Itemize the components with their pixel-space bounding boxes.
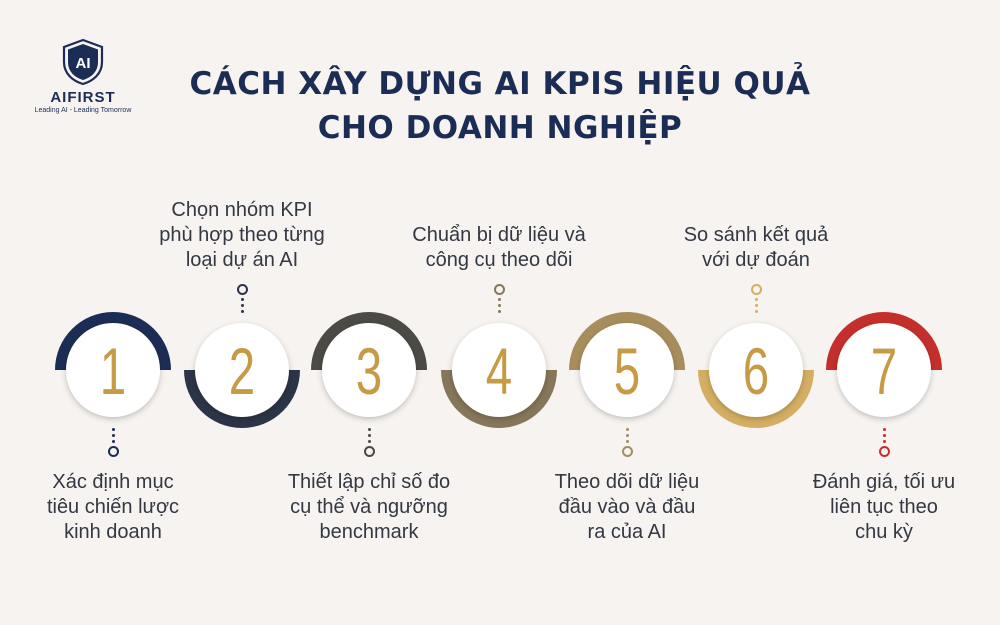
caption-line: công cụ theo dõi: [425, 249, 573, 271]
caption-line: phù hợp theo từng: [159, 224, 325, 246]
connector-dot: [625, 434, 629, 437]
connector-dot: [497, 298, 501, 301]
connector-dot: [497, 310, 501, 313]
connector-dot: [754, 298, 758, 301]
step-5-circle: [580, 323, 674, 417]
step-1-caption: Xác định mục tiêu chiến lược kinh doanh: [8, 470, 218, 545]
connector-dot: [882, 434, 886, 437]
caption-line: Đánh giá, tối ưu: [812, 471, 956, 493]
title-line-1: CÁCH XÂY DỰNG AI KPIS HIỆU QUẢ: [189, 66, 811, 102]
connector-ring: [621, 446, 633, 457]
caption-line: kinh doanh: [64, 521, 162, 543]
connector-dot: [111, 428, 115, 431]
connector-dot: [882, 428, 886, 431]
connector-dot: [367, 434, 371, 437]
connector-dot: [240, 304, 244, 307]
step-6-caption: So sánh kết quả với dự đoán: [651, 223, 861, 273]
page-title: CÁCH XÂY DỰNG AI KPIS HIỆU QUẢ CHO DOANH…: [150, 62, 850, 150]
step-2: 2: [184, 323, 300, 428]
connector-ring: [363, 446, 375, 457]
step-6-circle: [709, 323, 803, 417]
caption-line: liên tục theo: [830, 496, 938, 518]
step-3-number: 3: [356, 335, 382, 408]
step-2-connector: [235, 284, 249, 316]
step-4-caption: Chuẩn bị dữ liệu và công cụ theo dõi: [394, 223, 604, 273]
step-3-connector: [362, 428, 376, 457]
connector-dot: [754, 304, 758, 307]
caption-line: benchmark: [319, 521, 419, 543]
step-3-caption: Thiết lập chỉ số đo cụ thể và ngưỡng bench…: [264, 470, 474, 545]
caption-line: cụ thể và ngưỡng: [290, 496, 448, 518]
connector-ring: [493, 284, 505, 295]
step-5: 5: [569, 312, 685, 417]
caption-line: với dự đoán: [702, 249, 810, 271]
step-1: 1: [55, 312, 171, 417]
step-6: 6: [698, 323, 814, 428]
step-4: 4: [441, 323, 557, 428]
caption-line: loại dự án AI: [185, 249, 299, 271]
brand-name: AIFIRST: [50, 89, 116, 106]
step-1-circle: [66, 323, 160, 417]
caption-line: Xác định mục: [52, 471, 174, 493]
step-3: 3: [311, 312, 427, 417]
connector-ring: [750, 284, 762, 295]
step-6-connector: [749, 284, 763, 316]
caption-line: đầu vào và đầu: [558, 496, 696, 518]
step-7-number: 7: [871, 335, 897, 408]
step-7-circle: [837, 323, 931, 417]
step-7-connector: [877, 428, 891, 457]
caption-line: Chuẩn bị dữ liệu và: [412, 224, 586, 246]
steps-row: 1 2 3 4 5 6 7: [55, 312, 942, 428]
connector-dot: [367, 440, 371, 443]
step-4-number: 4: [486, 335, 512, 408]
connector-dot: [754, 310, 758, 313]
connector-ring: [107, 446, 119, 457]
connector-dot: [497, 304, 501, 307]
connector-dot: [367, 428, 371, 431]
step-7-caption: Đánh giá, tối ưu liên tục theo chu kỳ: [779, 470, 989, 545]
connector-dot: [240, 298, 244, 301]
caption-line: Theo dõi dữ liệu: [554, 471, 700, 493]
logo-letters: AI: [76, 55, 91, 72]
step-1-number: 1: [100, 335, 126, 408]
step-4-connector: [492, 284, 506, 316]
step-2-caption: Chọn nhóm KPI phù hợp theo từng loại dự án…: [137, 198, 347, 273]
connector-dot: [625, 428, 629, 431]
step-3-circle: [322, 323, 416, 417]
connector-dot: [111, 434, 115, 437]
connector-dot: [625, 440, 629, 443]
title-line-2: CHO DOANH NGHIỆP: [317, 110, 683, 146]
brand-logo: AI AIFIRST Leading AI - Leading Tomorrow: [18, 38, 148, 114]
connector-ring: [878, 446, 890, 457]
step-1-connector: [106, 428, 120, 457]
step-7: 7: [826, 312, 942, 417]
caption-line: ra của AI: [587, 521, 667, 543]
shield-icon: AI: [62, 38, 104, 86]
connector-dot: [240, 310, 244, 313]
caption-line: Thiết lập chỉ số đo: [287, 471, 451, 493]
connector-ring: [236, 284, 248, 295]
caption-line: So sánh kết quả: [683, 224, 829, 246]
step-5-caption: Theo dõi dữ liệu đầu vào và đầu ra của AI: [522, 470, 732, 545]
step-4-circle: [452, 323, 546, 417]
step-2-circle: [195, 323, 289, 417]
connector-dot: [882, 440, 886, 443]
brand-tagline: Leading AI - Leading Tomorrow: [34, 107, 132, 114]
step-6-number: 6: [743, 335, 769, 408]
step-5-connector: [620, 428, 634, 457]
caption-line: chu kỳ: [855, 521, 913, 543]
step-2-number: 2: [229, 335, 255, 408]
connector-dot: [111, 440, 115, 443]
caption-line: Chọn nhóm KPI: [171, 199, 313, 221]
caption-line: tiêu chiến lược: [46, 496, 180, 518]
step-5-number: 5: [614, 335, 640, 408]
